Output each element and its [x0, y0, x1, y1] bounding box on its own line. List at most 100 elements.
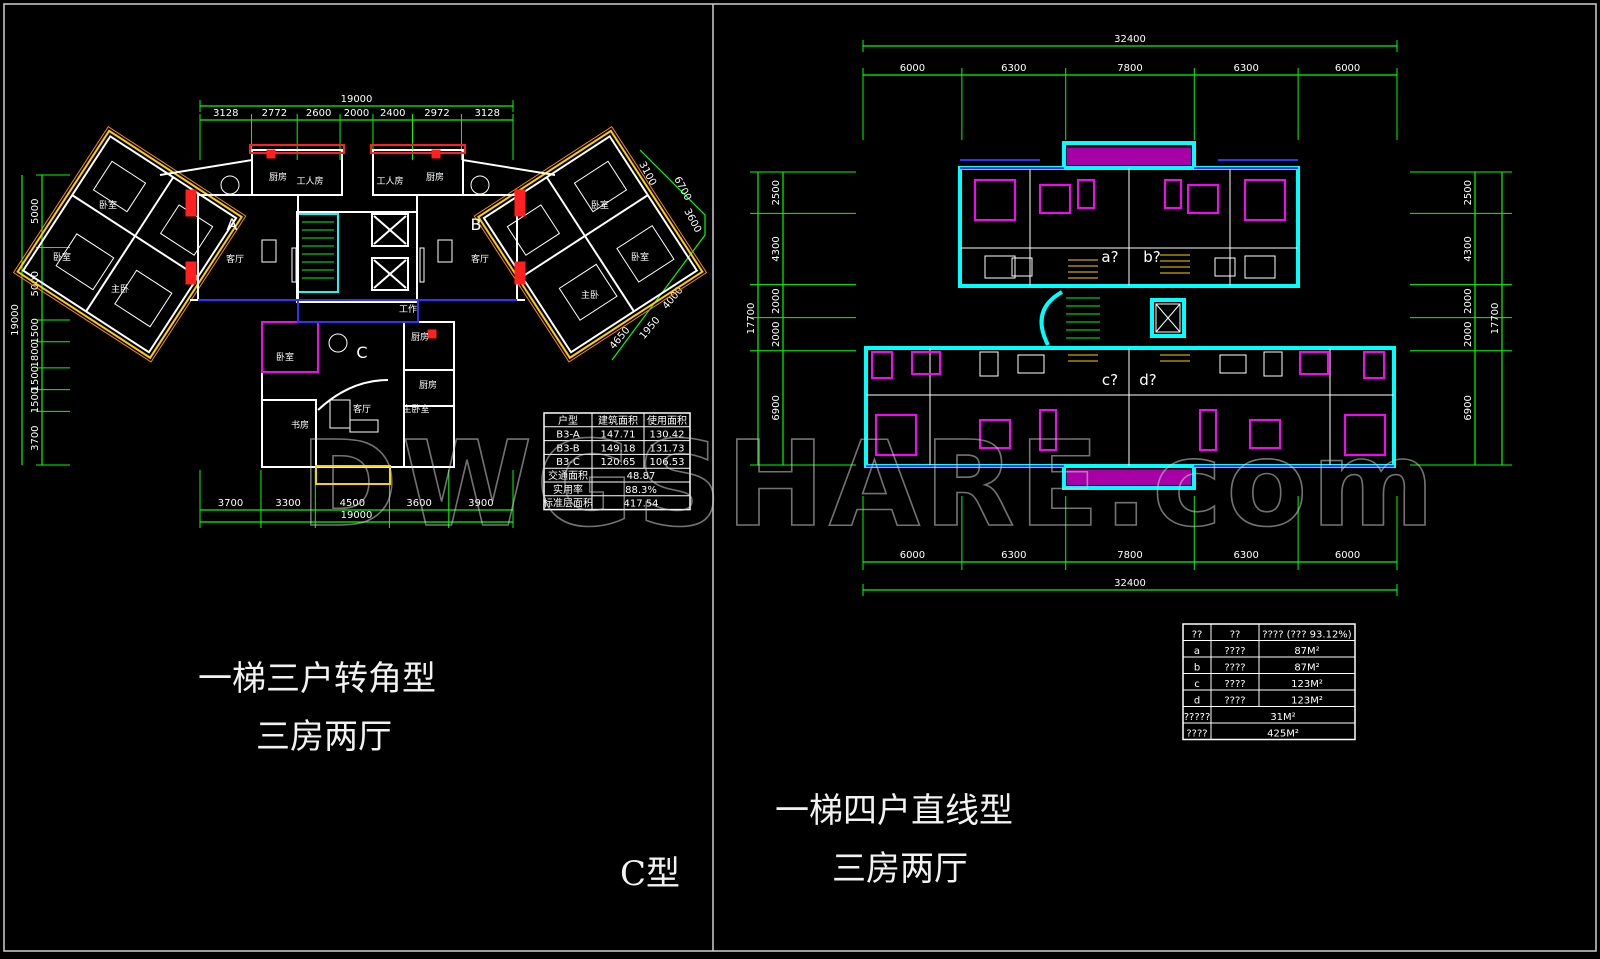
table-cell: ????: [1224, 663, 1245, 674]
dim-label: 6300: [1001, 550, 1026, 561]
right-title-line2: 三房两厅: [832, 849, 968, 889]
room-label: 客厅: [471, 253, 489, 265]
dim-label: 6300: [1001, 63, 1026, 74]
table-summary-label: ?????: [1184, 712, 1211, 723]
right-plan-walls: [864, 141, 1396, 490]
table-header: ??: [1230, 630, 1241, 641]
dim-label: 3900: [468, 498, 493, 509]
dim-label: 1950: [638, 315, 663, 342]
table-cell: d: [1194, 696, 1200, 707]
table-header: 建筑面积: [598, 414, 638, 427]
dim-total-label: 19000: [341, 94, 373, 105]
dim-total-label: 17700: [746, 303, 757, 335]
unit-label: a?: [1101, 248, 1118, 266]
table-cell: 123M²: [1291, 679, 1323, 690]
dim-label: 6300: [1233, 63, 1258, 74]
dim-label: 3600: [681, 207, 703, 235]
dim-label: 3700: [30, 425, 41, 450]
table-header: 使用面积: [647, 414, 687, 427]
dim-label: 5000: [30, 199, 41, 224]
dim-label: 2000: [344, 108, 369, 119]
table-cell: ????: [1224, 646, 1245, 657]
table-summary-label: 标准层面积: [543, 498, 593, 510]
dim-label: 4300: [1463, 236, 1474, 261]
table-cell: 131.73: [650, 443, 685, 454]
unit-label: A: [227, 215, 238, 234]
table-summary-label: 交通面积: [548, 469, 588, 482]
table-cell: 106.53: [650, 457, 685, 468]
table-cell: 123M²: [1291, 696, 1323, 707]
table-summary-value: 31M²: [1270, 712, 1295, 723]
room-label: 卧室: [276, 351, 294, 363]
dim-label: 6000: [900, 550, 925, 561]
dim-label: 3300: [275, 498, 300, 509]
right-wing-unit-b: [473, 126, 708, 363]
room-label: 厨房: [269, 171, 287, 183]
dim-label: 2000: [1463, 321, 1474, 346]
table-summary-label: 实用率: [553, 483, 583, 496]
dim-label: 1500: [30, 366, 41, 391]
table-cell: B3-C: [556, 457, 580, 468]
dim-label: 2500: [771, 180, 782, 205]
dim-label: 2772: [262, 108, 287, 119]
dim-label: 1800: [30, 342, 41, 367]
dim-total-label: 19000: [10, 304, 21, 336]
left-room-labels: 卧室卧室主卧客厅厨房工人房工人房厨房卧室卧室主卧客厅工作厨房卧室客厅主卧室厨房书…: [53, 171, 649, 431]
room-label: 主卧: [581, 289, 599, 301]
left-furniture: [185, 149, 526, 433]
dim-label: 1500: [30, 388, 41, 413]
unit-label: C: [356, 343, 367, 362]
dim-total-label: 32400: [1114, 34, 1146, 45]
table-summary-value: 88.3%: [625, 485, 657, 496]
room-label: 卧室: [99, 199, 117, 211]
dim-label: 6900: [771, 395, 782, 420]
table-frame: [1182, 623, 1356, 741]
table-cell: B3-B: [556, 443, 579, 454]
room-label: 工人房: [376, 175, 403, 187]
dim-label: 2000: [1463, 288, 1474, 313]
unit-label: B: [471, 215, 482, 234]
table-summary-value: 425M²: [1267, 729, 1299, 740]
dim-label: 6300: [1233, 550, 1258, 561]
table-summary-label: ????: [1186, 729, 1207, 740]
dim-label: 2972: [424, 108, 449, 119]
dim-label: 2000: [771, 288, 782, 313]
dim-total-label: 19000: [341, 510, 373, 521]
table-cell: c: [1194, 679, 1200, 690]
room-label: 卧室: [53, 251, 71, 263]
right-unit-labels: a?b?c?d?: [1101, 248, 1160, 389]
table-cell: B3-A: [556, 430, 580, 441]
left-title-line1: 一梯三户转角型: [198, 659, 436, 699]
room-label: 工人房: [296, 175, 323, 187]
room-label: 客厅: [353, 403, 371, 415]
dim-label: 3128: [475, 108, 500, 119]
table-header: 户型: [558, 414, 578, 427]
room-label: 客厅: [226, 253, 244, 265]
left-wing-unit-a: [12, 126, 247, 363]
room-label: 厨房: [419, 379, 437, 391]
room-label: 主卧室: [402, 403, 429, 415]
table-frame: [543, 412, 691, 511]
room-label: 厨房: [426, 171, 444, 183]
table-cell: ????: [1224, 679, 1245, 690]
table-cell: 130.42: [650, 430, 685, 441]
room-label: 书房: [291, 419, 309, 431]
dim-label: 6000: [900, 63, 925, 74]
room-label: 卧室: [631, 251, 649, 263]
watermark: DWGSHARE.com: [300, 415, 1438, 553]
table-cell: 120.65: [601, 457, 636, 468]
dim-label: 2500: [1463, 180, 1474, 205]
table-header: ??: [1192, 630, 1203, 641]
dim-label: 7800: [1117, 63, 1142, 74]
sheet-border: [3, 3, 1597, 952]
table-cell: b: [1194, 663, 1200, 674]
left-plan-walls: [197, 144, 518, 485]
